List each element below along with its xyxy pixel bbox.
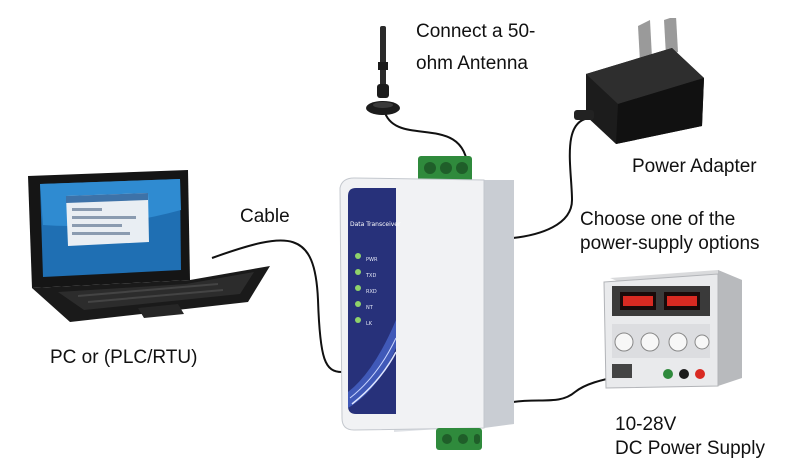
led-label-rxd: RXD [366,289,377,295]
power-options-label: Choose one of the power-supply options [580,208,760,256]
cable-label: Cable [240,206,290,227]
device-name: Data Transceiver [350,221,401,228]
led-label-pwr: PWR [366,257,378,263]
pc-label: PC or (PLC/RTU) [50,347,198,368]
antenna-label: Connect a 50- ohm Antenna [416,20,535,76]
led-label-txd: TXD [366,273,377,279]
laptop-icon [28,170,270,322]
dc-supply-line-1: 10-28V [615,414,677,435]
dc-supply-cable [512,374,626,403]
antenna-label-line-1: Connect a 50- [416,21,536,42]
dc-power-supply-icon [603,270,742,389]
power-options-line-1: Choose one of the [580,209,736,230]
laptop-cable [211,239,343,373]
dc-supply-label: 10-28V DC Power Supply [615,413,765,461]
antenna-icon [366,26,400,115]
power-options-line-2: power-supply options [580,233,760,254]
led-label-lk: LK [366,321,373,327]
antenna-cable [383,109,469,171]
power-adapter-label: Power Adapter [632,156,757,177]
adapter-cable [512,117,593,239]
dc-supply-line-2: DC Power Supply [615,438,765,459]
antenna-label-line-2: ohm Antenna [416,53,528,74]
power-adapter-icon [574,18,704,144]
data-transceiver-device [339,156,514,450]
led-label-nt: NT [366,305,373,311]
device-led-labels: PWR TXD RXD NT LK [366,252,377,332]
